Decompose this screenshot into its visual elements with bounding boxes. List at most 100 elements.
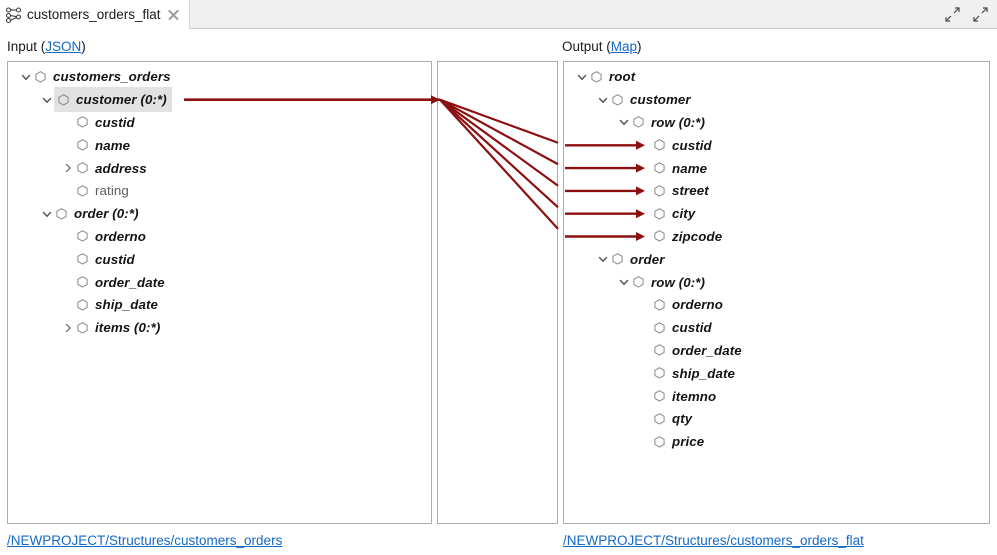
tree-node-name[interactable]: name bbox=[8, 134, 130, 157]
tree-spacer bbox=[60, 294, 75, 317]
node-hexagon-icon bbox=[75, 271, 90, 294]
tree-node-label: custid bbox=[95, 251, 135, 267]
tab-customers-orders-flat[interactable]: customers_orders_flat bbox=[0, 0, 190, 29]
tree-node-label: ship_date bbox=[672, 365, 735, 381]
node-content: orderno bbox=[75, 225, 146, 248]
tab-bar: customers_orders_flat bbox=[0, 0, 997, 29]
chevron-down-icon[interactable] bbox=[574, 66, 589, 89]
tree-node-price[interactable]: price bbox=[564, 430, 704, 453]
input-format-link[interactable]: JSON bbox=[45, 39, 82, 54]
tree-node-order-date[interactable]: order_date bbox=[8, 271, 165, 294]
node-hexagon-icon bbox=[652, 316, 667, 339]
tree-node-ship-date[interactable]: ship_date bbox=[8, 294, 158, 317]
chevron-down-icon[interactable] bbox=[39, 88, 54, 111]
node-hexagon-icon bbox=[652, 362, 667, 385]
tree-node-street[interactable]: street bbox=[564, 180, 709, 203]
tree-node-row-0-[interactable]: row (0:*) bbox=[564, 111, 705, 134]
chevron-down-icon[interactable] bbox=[595, 88, 610, 111]
chevron-down-icon[interactable] bbox=[595, 248, 610, 271]
tree-node-address[interactable]: address bbox=[8, 157, 147, 180]
tree-spacer bbox=[637, 202, 652, 225]
node-hexagon-icon bbox=[631, 271, 646, 294]
node-hexagon-icon bbox=[652, 225, 667, 248]
chevron-down-icon[interactable] bbox=[18, 66, 33, 89]
tree-node-label: address bbox=[95, 160, 147, 176]
window-controls bbox=[944, 0, 989, 29]
node-content: price bbox=[652, 430, 704, 453]
node-hexagon-icon bbox=[33, 66, 48, 89]
tree-node-label: name bbox=[95, 137, 131, 153]
tree-node-customer-0-[interactable]: customer (0:*) bbox=[8, 87, 172, 113]
tree-node-root[interactable]: root bbox=[564, 66, 635, 89]
tree-spacer bbox=[637, 180, 652, 203]
tree-node-city[interactable]: city bbox=[564, 202, 695, 225]
tree-node-label: row (0:*) bbox=[651, 114, 706, 130]
tree-spacer bbox=[637, 157, 652, 180]
tree-node-custid[interactable]: custid bbox=[564, 316, 712, 339]
node-content: row (0:*) bbox=[631, 111, 705, 134]
node-content: address bbox=[75, 157, 147, 180]
tree-node-label: customers_orders bbox=[53, 69, 171, 85]
output-header-text: Output ( bbox=[562, 39, 611, 54]
node-content: row (0:*) bbox=[631, 271, 705, 294]
output-format-link[interactable]: Map bbox=[610, 39, 638, 54]
tree-node-order-0-[interactable]: order (0:*) bbox=[8, 202, 139, 225]
tree-spacer bbox=[637, 430, 652, 453]
output-structure-path-link[interactable]: /NEWPROJECT/Structures/customers_orders_… bbox=[563, 533, 864, 548]
tree-node-label: name bbox=[672, 160, 708, 176]
tree-node-items-0-[interactable]: items (0:*) bbox=[8, 316, 160, 339]
node-hexagon-icon bbox=[75, 157, 90, 180]
node-content: order_date bbox=[75, 271, 165, 294]
chevron-down-icon[interactable] bbox=[616, 111, 631, 134]
tree-spacer bbox=[637, 225, 652, 248]
tree-node-row-0-[interactable]: row (0:*) bbox=[564, 271, 705, 294]
mapping-canvas-panel[interactable] bbox=[437, 61, 558, 524]
node-content: ship_date bbox=[652, 362, 735, 385]
tree-node-orderno[interactable]: orderno bbox=[8, 225, 146, 248]
chevron-right-icon[interactable] bbox=[60, 316, 75, 339]
tree-spacer bbox=[60, 134, 75, 157]
tree-node-order-date[interactable]: order_date bbox=[564, 339, 742, 362]
chevron-right-icon[interactable] bbox=[60, 157, 75, 180]
chevron-down-icon[interactable] bbox=[39, 202, 54, 225]
tree-node-label: customer (0:*) bbox=[76, 92, 167, 108]
node-hexagon-icon bbox=[652, 430, 667, 453]
node-hexagon-icon bbox=[652, 180, 667, 203]
tree-node-itemno[interactable]: itemno bbox=[564, 385, 716, 408]
tree-spacer bbox=[60, 180, 75, 203]
tree-spacer bbox=[60, 225, 75, 248]
tree-node-label: qty bbox=[672, 411, 693, 427]
tree-node-customers-orders[interactable]: customers_orders bbox=[8, 66, 171, 89]
close-icon[interactable] bbox=[167, 8, 180, 21]
input-structure-path-link[interactable]: /NEWPROJECT/Structures/customers_orders bbox=[7, 533, 283, 548]
node-hexagon-icon bbox=[652, 408, 667, 431]
node-hexagon-icon bbox=[75, 248, 90, 271]
node-content: zipcode bbox=[652, 225, 722, 248]
node-hexagon-icon bbox=[56, 88, 71, 111]
node-content: itemno bbox=[652, 385, 716, 408]
restore-collapse-icon[interactable] bbox=[944, 6, 961, 23]
tree-node-customer[interactable]: customer bbox=[564, 88, 691, 111]
node-hexagon-icon bbox=[75, 316, 90, 339]
node-content: orderno bbox=[652, 294, 723, 317]
tree-spacer bbox=[637, 339, 652, 362]
chevron-down-icon[interactable] bbox=[616, 271, 631, 294]
tree-node-ship-date[interactable]: ship_date bbox=[564, 362, 735, 385]
tree-node-zipcode[interactable]: zipcode bbox=[564, 225, 722, 248]
tree-node-name[interactable]: name bbox=[564, 157, 707, 180]
tree-node-rating[interactable]: rating bbox=[8, 180, 129, 203]
tree-node-custid[interactable]: custid bbox=[8, 111, 135, 134]
tree-node-qty[interactable]: qty bbox=[564, 408, 692, 431]
tree-node-label: itemno bbox=[672, 388, 717, 404]
tree-node-order[interactable]: order bbox=[564, 248, 665, 271]
node-content: rating bbox=[75, 180, 129, 203]
tree-node-custid[interactable]: custid bbox=[564, 134, 712, 157]
tree-node-custid[interactable]: custid bbox=[8, 248, 135, 271]
tree-node-label: customer bbox=[630, 92, 691, 108]
input-tree-panel[interactable]: customers_orders customer (0:*) custid name… bbox=[7, 61, 432, 524]
maximize-expand-icon[interactable] bbox=[972, 6, 989, 23]
tree-spacer bbox=[60, 111, 75, 134]
tree-node-label: order_date bbox=[95, 274, 165, 290]
tree-node-orderno[interactable]: orderno bbox=[564, 294, 723, 317]
